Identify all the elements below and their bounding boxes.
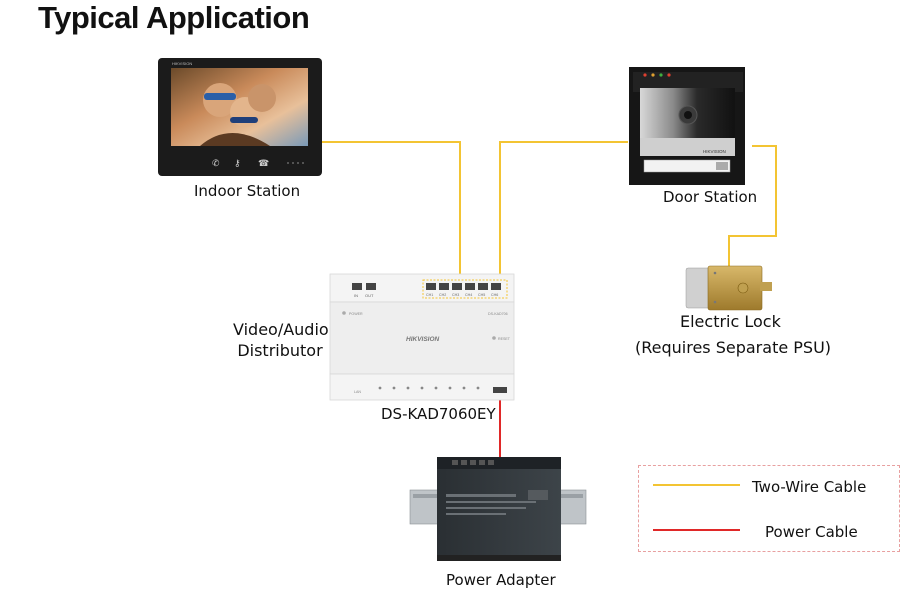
port-out xyxy=(366,283,376,290)
distributor-label-line1: Video/Audio xyxy=(233,320,329,339)
legend-two-wire-label: Two-Wire Cable xyxy=(752,478,867,496)
channel-port-label: CH1 xyxy=(426,293,433,297)
indicator-led xyxy=(434,386,438,390)
distributor-brand-text: HIKVISION xyxy=(406,336,440,343)
phone-icon: ✆ xyxy=(212,159,220,169)
channel-port-label: CH2 xyxy=(439,293,446,297)
bottom-indicators xyxy=(378,386,480,390)
power-port xyxy=(493,387,507,393)
door-brand-text: HIKVISION xyxy=(703,149,726,154)
indicator-led xyxy=(476,386,480,390)
cable-door-to-lock xyxy=(728,145,777,268)
page-title: Typical Application xyxy=(38,0,310,35)
cable-door-to-distributor xyxy=(499,141,628,284)
lan-text: LAN xyxy=(354,390,361,394)
port-in-label: IN xyxy=(354,293,358,298)
two-wire-cables xyxy=(322,141,777,284)
cable-indoor-to-distributor xyxy=(322,141,461,284)
indicator-led xyxy=(448,386,452,390)
distributor-model-label: DS-KAD7060EY xyxy=(381,405,496,423)
indicator-led xyxy=(462,386,466,390)
distributor-model-small: DS-KAD706 xyxy=(488,312,508,316)
indoor-brand-text: HIKVISION xyxy=(172,61,192,66)
channel-port-label: CH3 xyxy=(452,293,459,297)
key-icon: ⚷ xyxy=(234,159,241,169)
distributor-label-line2: Distributor xyxy=(237,341,323,360)
channel-port-label: CH6 xyxy=(491,293,498,297)
door-station-label: Door Station xyxy=(663,188,758,206)
channel-port xyxy=(452,283,462,290)
hangup-icon: ☎ xyxy=(258,159,269,169)
distributor-device: IN OUT CH1 CH2 CH3 CH4 CH5 CH6 POWER DS-KAD70… xyxy=(329,273,515,401)
channel-port xyxy=(426,283,436,290)
channel-port-label: CH4 xyxy=(465,293,472,297)
channel-port xyxy=(439,283,449,290)
power-adapter-device xyxy=(409,457,587,561)
channel-ports: CH1 CH2 CH3 CH4 CH5 CH6 xyxy=(426,283,501,297)
power-text: POWER xyxy=(349,312,363,316)
power-adapter-label: Power Adapter xyxy=(446,571,556,589)
port-in xyxy=(352,283,362,290)
electric-lock-label: Electric Lock xyxy=(680,312,781,331)
channel-port-label: CH5 xyxy=(478,293,485,297)
port-out-label: OUT xyxy=(365,293,374,298)
reset-text: RESET xyxy=(498,337,511,341)
indoor-station-device: HIKVISION ✆ ⚷ ☎ xyxy=(158,58,322,176)
indicator-led xyxy=(378,386,382,390)
electric-lock-device xyxy=(685,265,772,311)
indicator-led xyxy=(392,386,396,390)
legend-power-label: Power Cable xyxy=(765,523,858,541)
psu-terminals xyxy=(452,460,494,465)
channel-port xyxy=(478,283,488,290)
channel-port xyxy=(491,283,501,290)
indicator-led xyxy=(420,386,424,390)
indoor-station-label: Indoor Station xyxy=(194,182,301,200)
channel-port xyxy=(465,283,475,290)
indicator-led xyxy=(406,386,410,390)
legend-box xyxy=(638,465,900,552)
electric-lock-note: (Requires Separate PSU) xyxy=(635,338,832,357)
door-station-device: HIKVISION xyxy=(629,67,745,185)
